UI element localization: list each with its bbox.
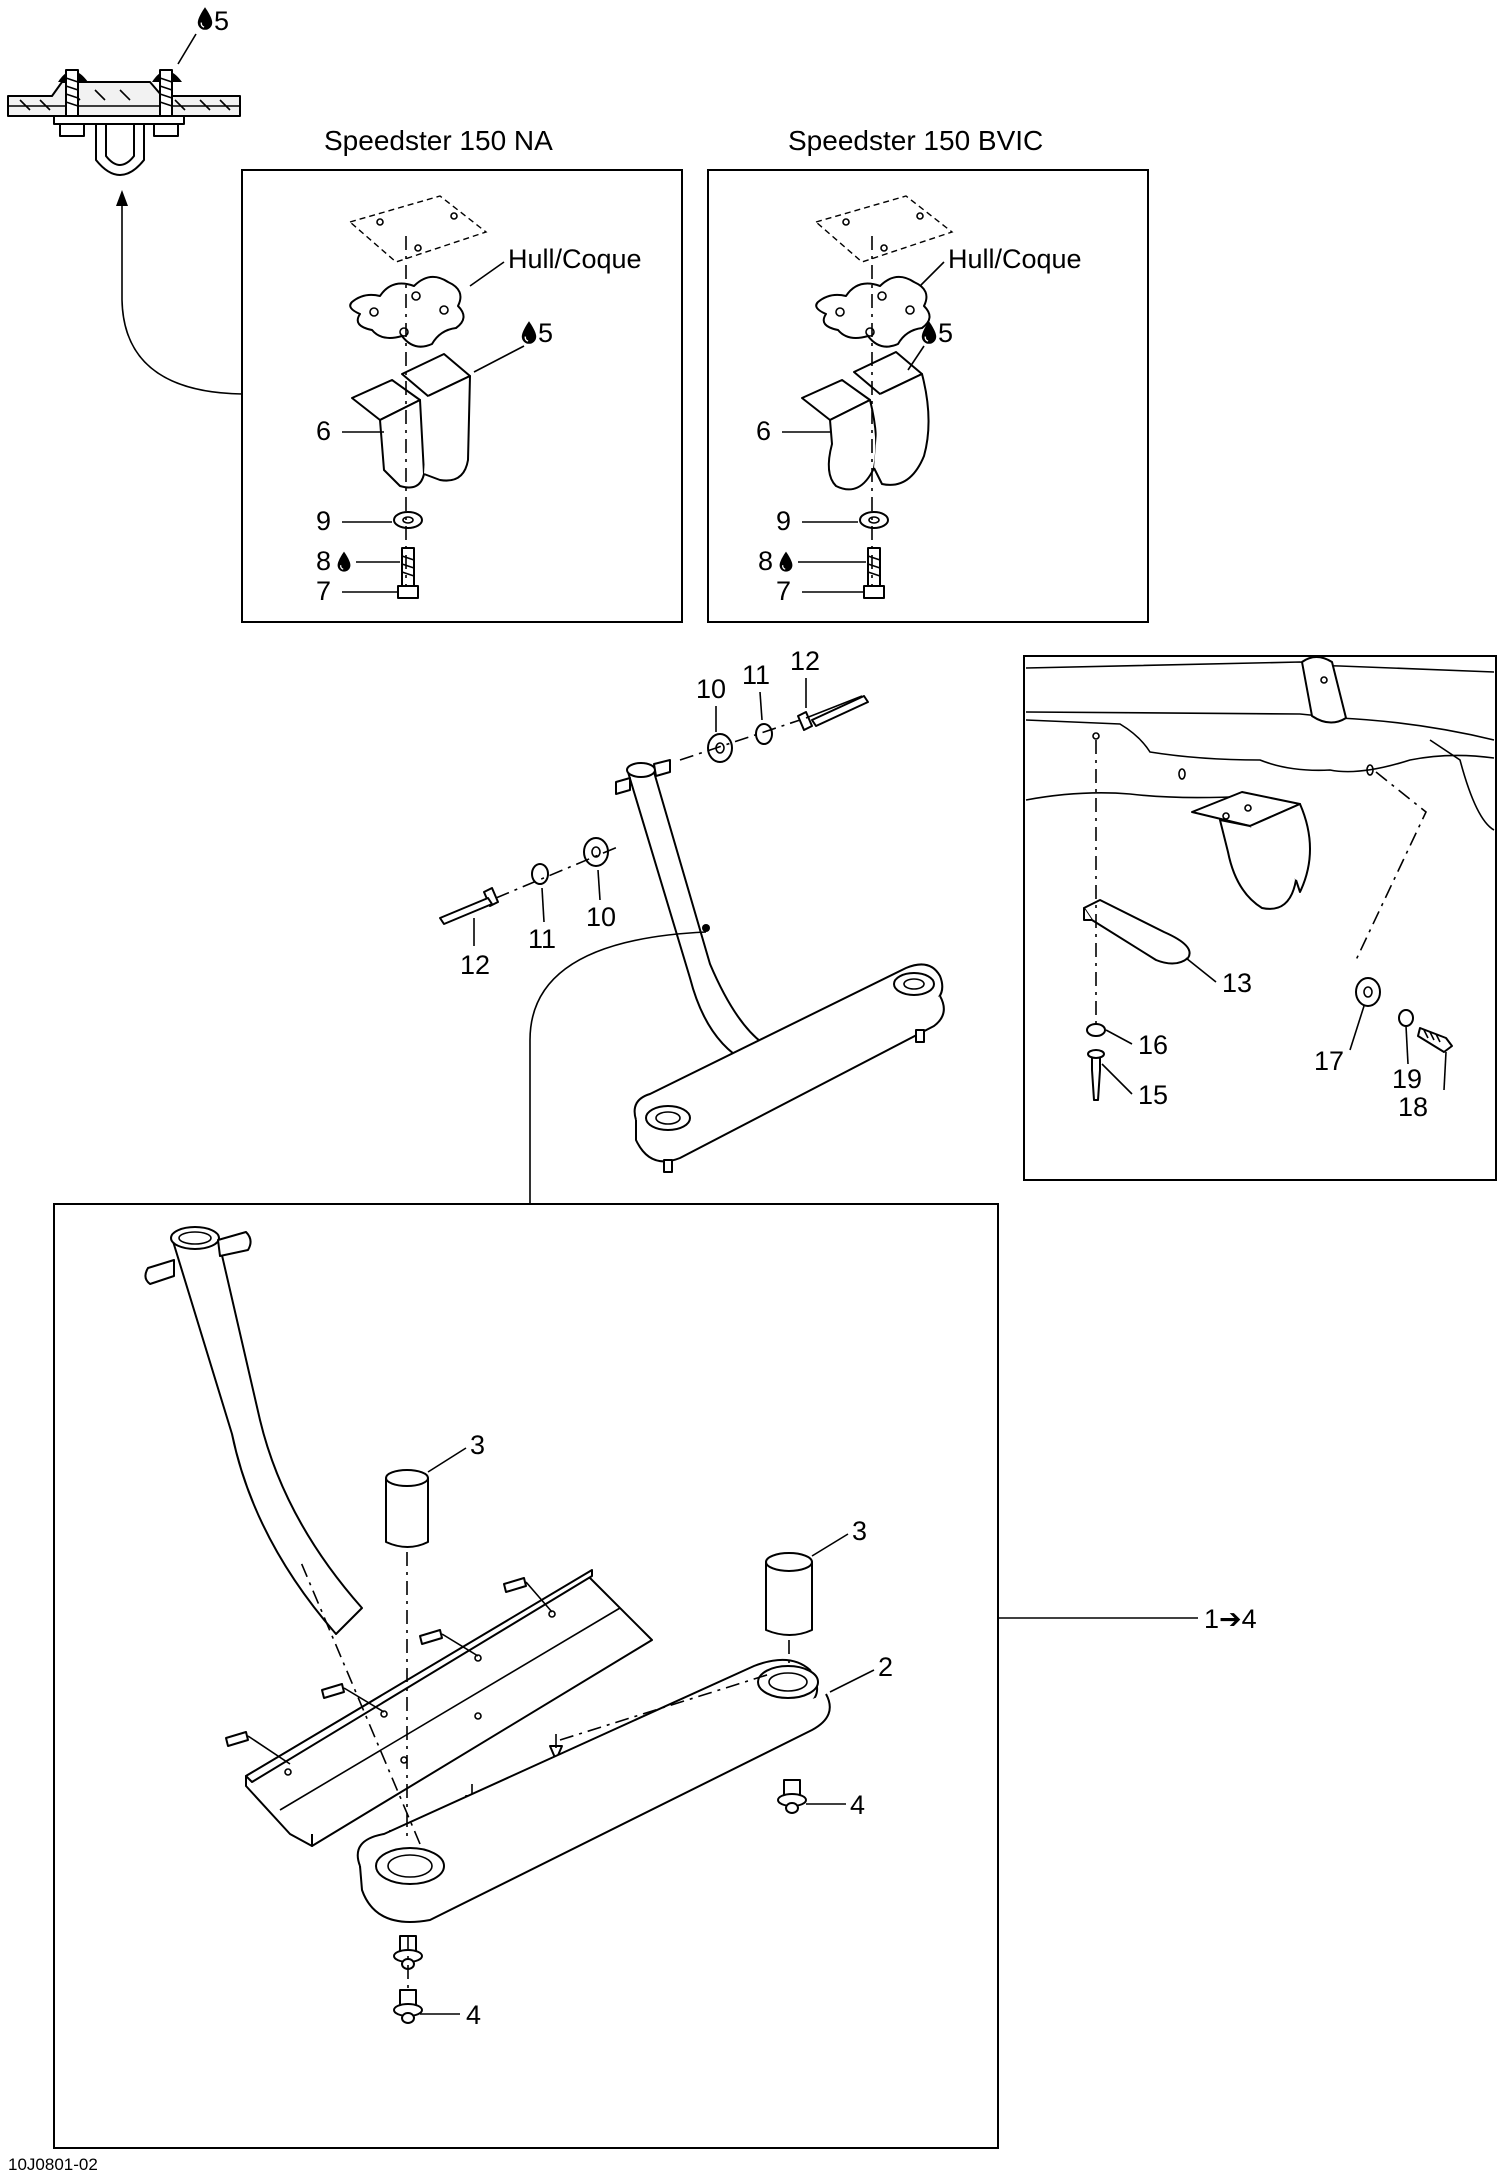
callout-3-left: 3 [470,1430,485,1460]
callout-7-bvic: 7 [776,576,791,606]
panel-title-na: Speedster 150 NA [324,125,553,156]
callout-2: 2 [878,1652,893,1682]
callout-10-lower: 10 [586,902,616,932]
callout-5-top: 5 [214,6,229,36]
callout-8-bvic: 8 [758,546,773,576]
callout-15: 15 [1138,1080,1168,1110]
callout-11-lower: 11 [528,924,556,954]
panel-title-bvic: Speedster 150 BVIC [788,125,1043,156]
callout-4-right: 4 [850,1790,865,1820]
callout-6-na: 6 [316,416,331,446]
drop-icon [197,6,213,31]
middle-assembly: 10 11 12 12 11 10 [439,646,945,1204]
hull-cross-section: 5 [7,6,243,395]
label-hull-na: Hull/Coque [508,244,642,274]
label-hull-bvic: Hull/Coque [948,244,1082,274]
callout-11-upper: 11 [742,660,770,690]
callout-17: 17 [1314,1046,1344,1076]
callout-5-na: 5 [538,318,553,348]
callout-9-na: 9 [316,506,331,536]
callout-3-right: 3 [852,1516,867,1546]
lower-detail-panel: 3 3 2 4 4 1➔4 [53,1203,1257,2149]
panel-speedster-150-bvic: Speedster 150 BVIC Hull/Coque 5 6 9 8 7 [707,125,1149,623]
drawing-reference: 10J0801-02 [8,2155,98,2174]
callout-19: 19 [1392,1064,1422,1094]
callout-8-na: 8 [316,546,331,576]
callout-10-upper: 10 [696,674,726,704]
callout-18: 18 [1398,1092,1428,1122]
callout-6-bvic: 6 [756,416,771,446]
callout-12-upper: 12 [790,646,820,676]
drop-icon [336,550,352,573]
mounting-detail-panel: 13 16 15 17 19 18 [1023,655,1497,1181]
callout-1-to-4: 1➔4 [1204,1604,1257,1634]
callout-9-bvic: 9 [776,506,791,536]
callout-13: 13 [1222,968,1252,998]
callout-12-lower: 12 [460,950,490,980]
drop-icon [521,320,537,345]
callout-7-na: 7 [316,576,331,606]
panel-speedster-150-na: Speedster 150 NA Hull/Coque 5 6 9 8 7 [241,125,683,623]
callout-5-bvic: 5 [938,318,953,348]
drop-icon [778,550,794,573]
callout-4-left: 4 [466,2000,481,2030]
callout-16: 16 [1138,1030,1168,1060]
